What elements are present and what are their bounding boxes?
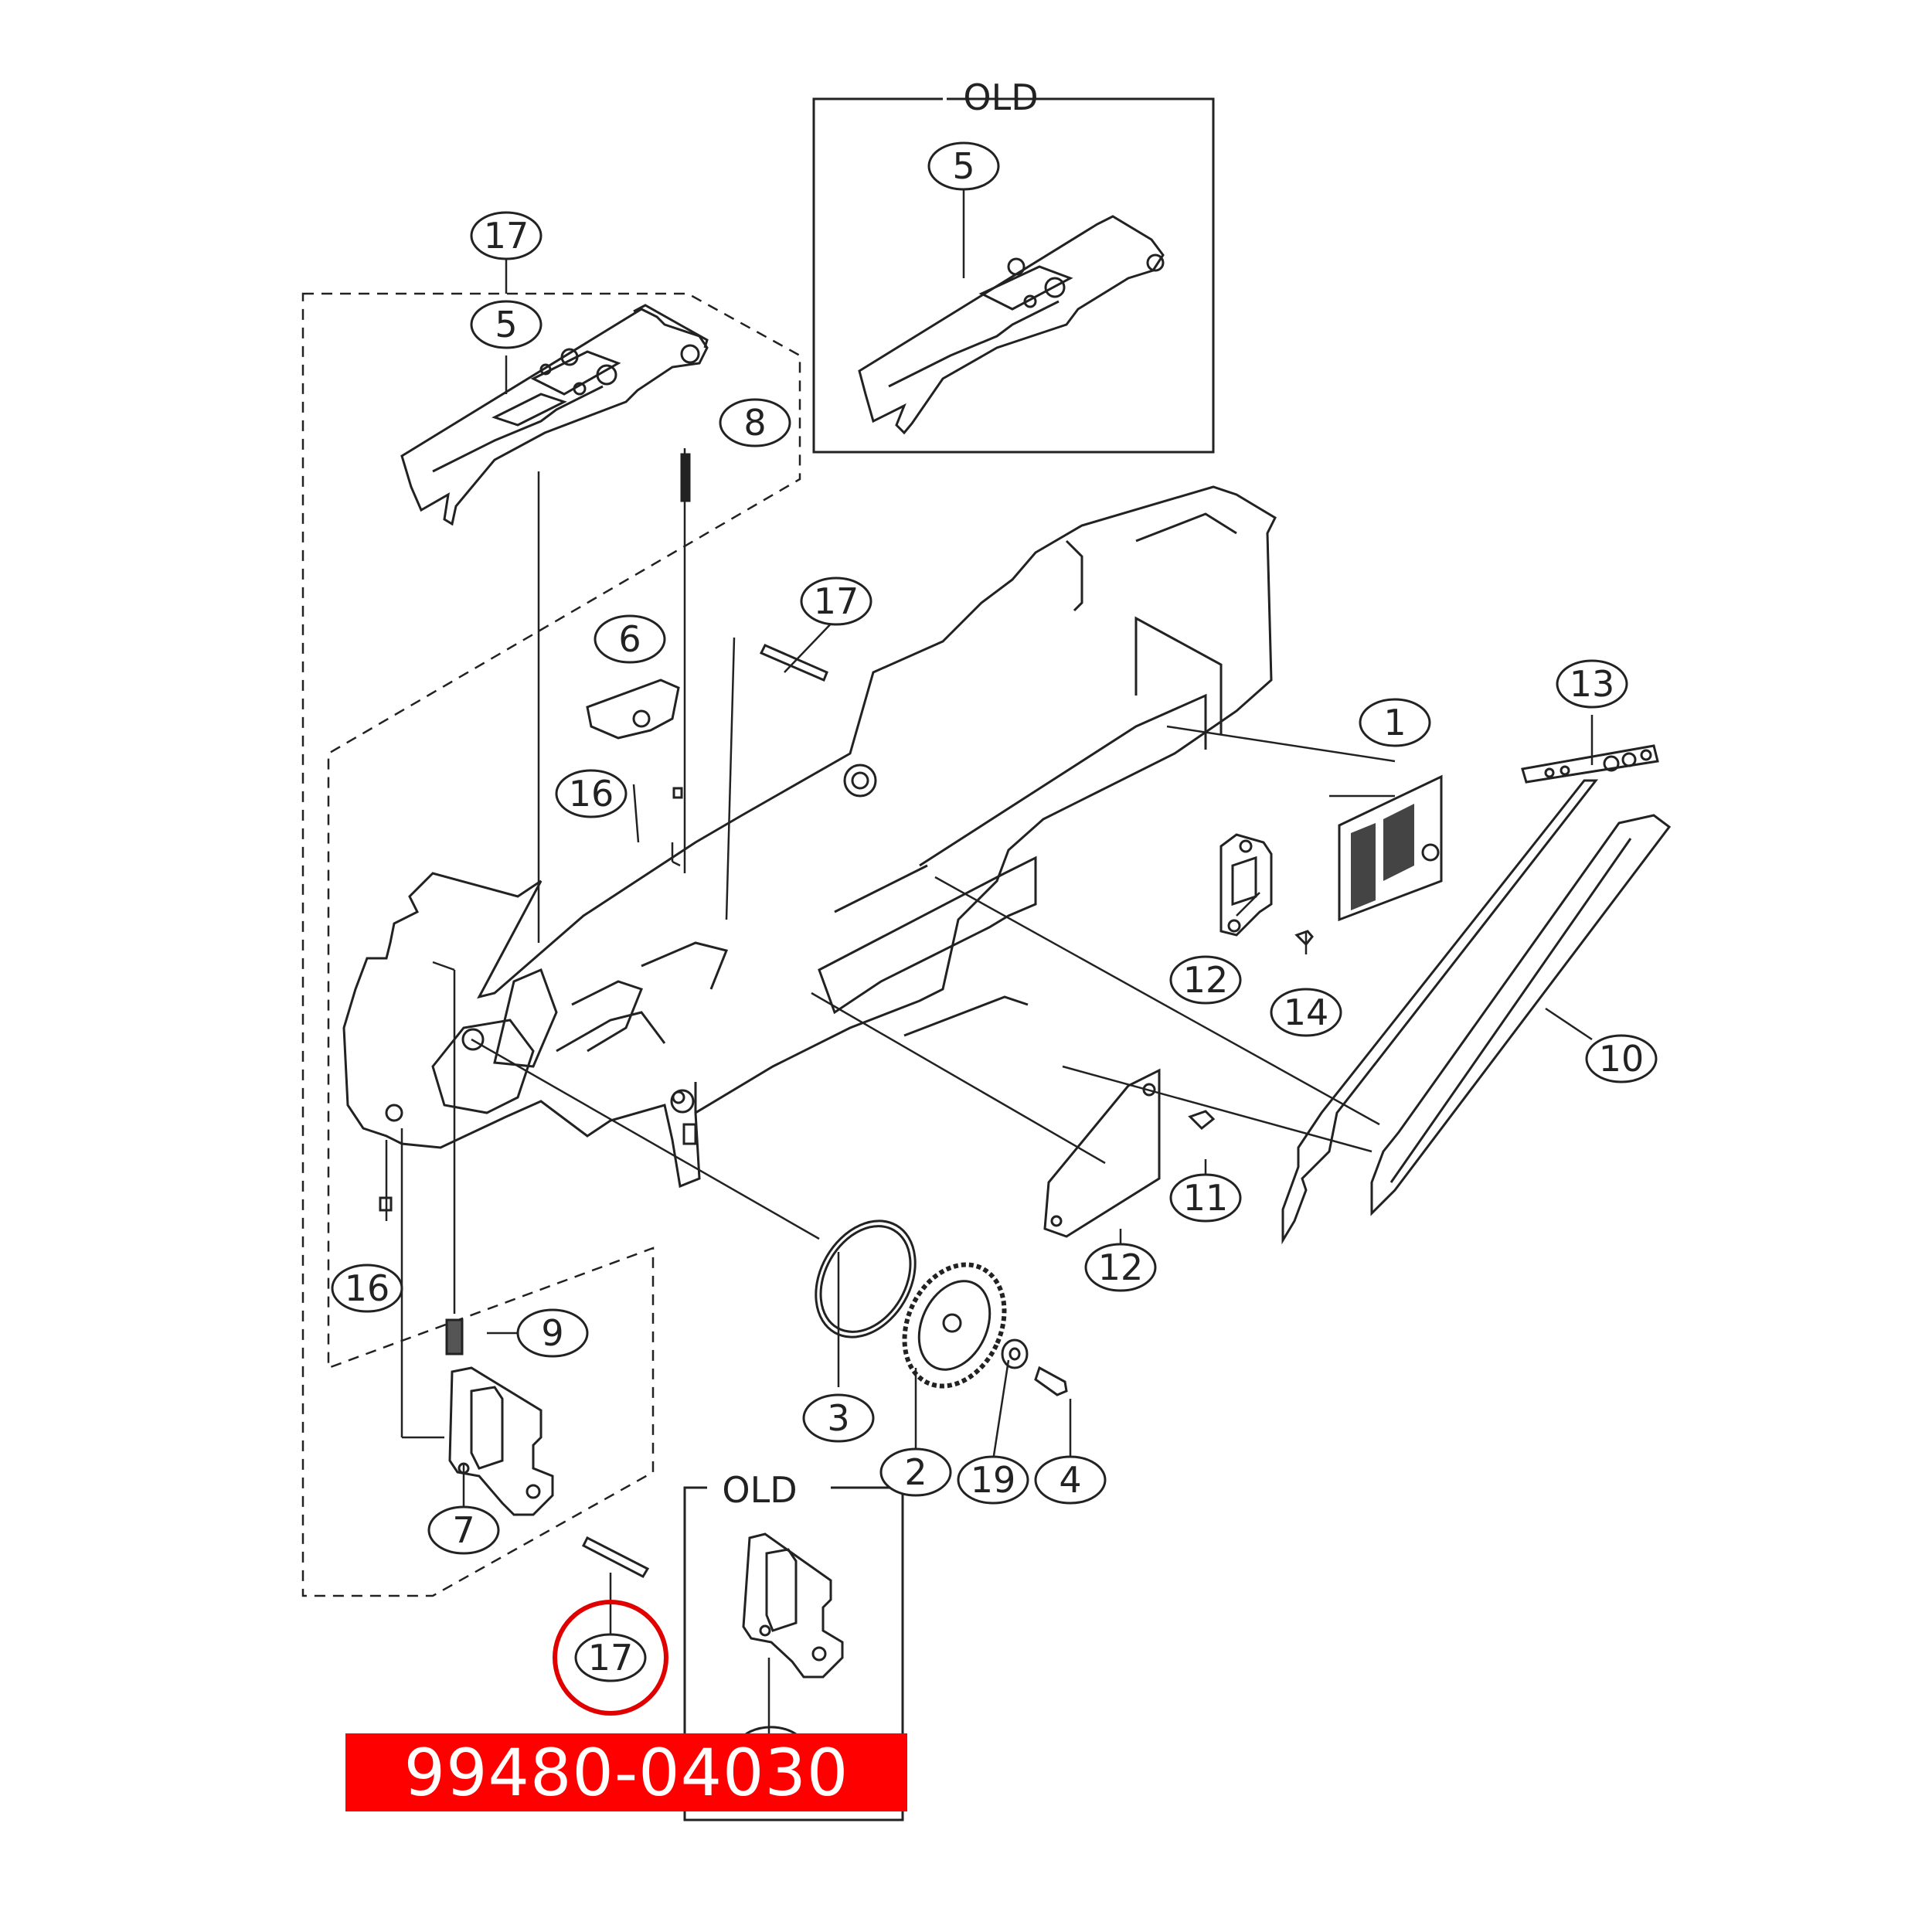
callout-17-upper: 17: [800, 577, 872, 626]
callout-5-assembly: 5: [470, 300, 543, 349]
part-4-screw: [1034, 1366, 1068, 1396]
part-7-old: [742, 1532, 844, 1679]
svg-text:14: 14: [1284, 992, 1329, 1033]
part-10-cover: [1370, 814, 1672, 1216]
callout-4: 4: [1034, 1455, 1107, 1505]
leader-lines: [385, 189, 1594, 1743]
callout-3: 3: [802, 1393, 875, 1443]
part-16-set-screw-lower: [379, 1196, 393, 1212]
part-19-washer: [1001, 1338, 1029, 1369]
svg-text:16: 16: [345, 1267, 390, 1309]
part-5-slider: [400, 304, 709, 526]
part-main-frame: [342, 485, 1277, 1189]
part-6-block: [586, 679, 680, 740]
callout-2: 2: [879, 1447, 952, 1497]
part-3-ring: [815, 1219, 917, 1338]
svg-text:7: 7: [452, 1509, 474, 1551]
svg-text:17: 17: [588, 1637, 634, 1679]
svg-text:11: 11: [1183, 1177, 1229, 1219]
part-9-spring: [445, 1318, 464, 1355]
part-11-screw: [1188, 1110, 1216, 1131]
svg-text:4: 4: [1059, 1459, 1081, 1501]
svg-text:5: 5: [952, 145, 975, 187]
callout-8: 8: [719, 398, 791, 447]
callout-11: 11: [1169, 1173, 1242, 1223]
assembly-18-dashed-outline: [301, 292, 801, 1597]
old-box-bottom-title: OLD: [722, 1469, 797, 1511]
old-box-top-title: OLD: [963, 77, 1038, 118]
svg-text:1: 1: [1383, 702, 1406, 743]
svg-text:17: 17: [484, 215, 529, 257]
callout-19: 19: [957, 1455, 1029, 1505]
callout-9: 9: [516, 1308, 589, 1358]
old-box-top: [812, 97, 1215, 454]
callout-16-lower: 16: [331, 1264, 403, 1313]
svg-text:2: 2: [904, 1451, 927, 1493]
part-16-set-screw-upper: [672, 787, 683, 799]
svg-text:3: 3: [827, 1397, 849, 1439]
callout-10: 10: [1585, 1034, 1658, 1083]
callout-18: 17: [470, 211, 543, 260]
svg-text:6: 6: [618, 618, 641, 660]
svg-text:13: 13: [1570, 663, 1615, 705]
callout-16-upper: 16: [555, 769, 628, 818]
highlight-circle: [553, 1600, 668, 1716]
callout-12: 12: [1084, 1243, 1157, 1292]
callout-14: 13: [1556, 659, 1628, 709]
svg-text:12: 12: [1098, 1247, 1144, 1288]
svg-text:5: 5: [495, 304, 517, 345]
callout-6: 6: [594, 614, 666, 664]
part-1-label-plate: [1338, 774, 1443, 922]
callout-17-lower: 17: [574, 1633, 647, 1682]
svg-text:8: 8: [743, 402, 766, 444]
part-17-pin-lower: [581, 1536, 650, 1578]
svg-text:10: 10: [1599, 1038, 1645, 1080]
callout-5-old: 5: [927, 141, 1000, 191]
callout-7: 7: [427, 1505, 500, 1555]
callout-13: 12: [1169, 955, 1242, 1005]
part-2-sprocket: [902, 1262, 1007, 1389]
callout-1: 1: [1359, 698, 1431, 747]
svg-text:17: 17: [814, 580, 859, 622]
part-number-banner: 99480-04030: [345, 1733, 907, 1811]
svg-text:12: 12: [1183, 959, 1229, 1001]
part-8-pin: [680, 453, 691, 502]
svg-text:19: 19: [971, 1459, 1016, 1501]
part-14-tape-guide: [1281, 744, 1659, 1245]
part-15-screw: [1294, 930, 1314, 947]
part-12-plate: [1043, 1068, 1161, 1238]
svg-text:9: 9: [541, 1312, 563, 1354]
part-13-bracket: [1219, 833, 1273, 937]
part-5-old: [858, 215, 1165, 435]
part-17-pin-upper: [759, 644, 828, 682]
svg-text:16: 16: [569, 773, 614, 815]
part-7-clamp: [448, 1366, 554, 1516]
callout-15: 14: [1270, 988, 1342, 1037]
callouts: 17 5 5 8 17 6 16 1 13 12 14 10 11 12 16 …: [331, 141, 1658, 1743]
